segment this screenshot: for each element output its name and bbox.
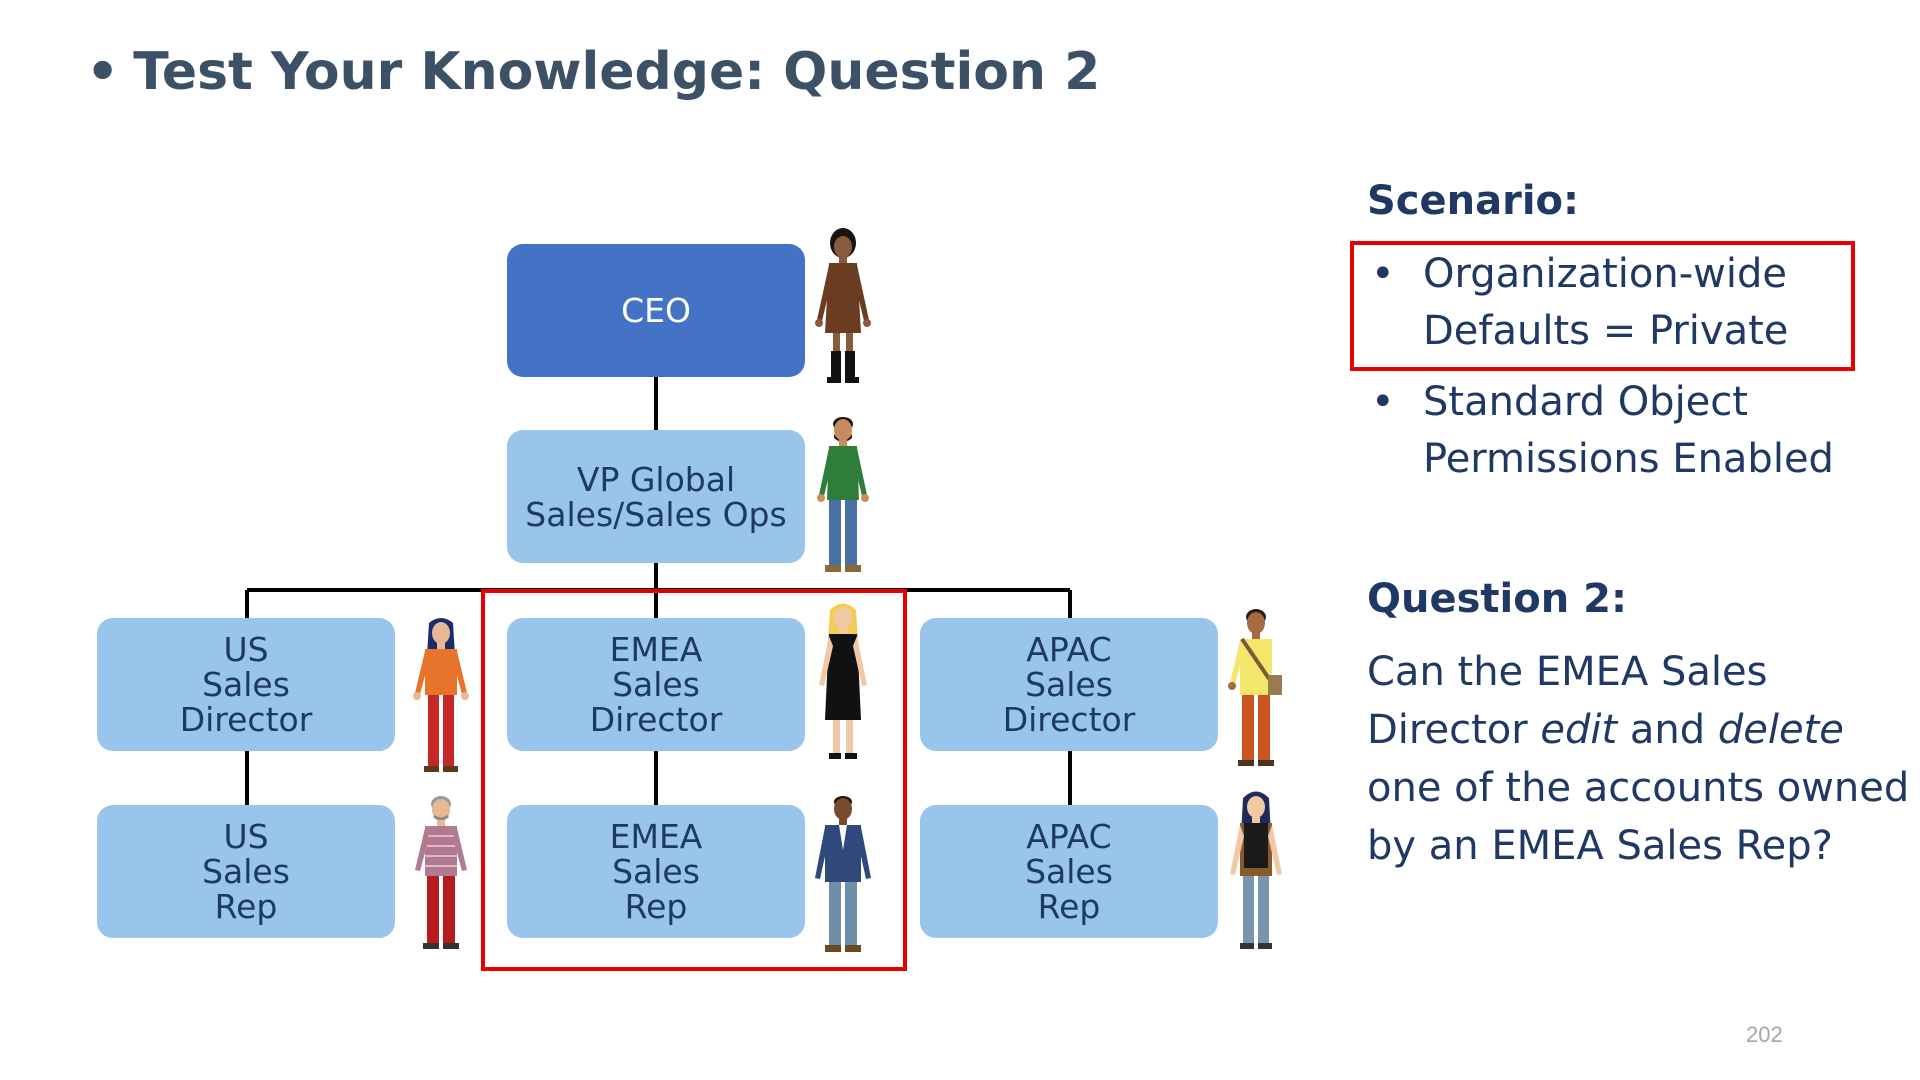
- slide-title: •Test Your Knowledge: Question 2: [86, 42, 1100, 102]
- question-delete-word: delete: [1717, 707, 1844, 753]
- scenario-bullet-list: • Organization-wide Defaults = Private •…: [1367, 246, 1893, 488]
- apac-sales-rep-box: APAC Sales Rep: [920, 805, 1218, 938]
- scenario-bullet-permissions: • Standard Object Permissions Enabled: [1367, 374, 1893, 488]
- ceo-person-illustration: [815, 228, 871, 383]
- title-bullet: •: [86, 42, 120, 102]
- emea-sales-rep-box: EMEA Sales Rep: [507, 805, 805, 938]
- apac-sales-director-box: APAC Sales Director: [920, 618, 1218, 751]
- question-heading: Question 2:: [1367, 576, 1627, 622]
- question-text: Can the EMEA Sales Director edit and del…: [1367, 643, 1917, 875]
- emea-director-person-illustration: [819, 603, 867, 759]
- scenario-bullet-text: Organization-wide Defaults = Private: [1423, 251, 1789, 354]
- ceo-box: CEO: [507, 244, 805, 377]
- title-text: Test Your Knowledge: Question 2: [133, 42, 1101, 102]
- emea-highlight-frame: [481, 589, 907, 971]
- scenario-bullet-text: Standard Object Permissions Enabled: [1423, 379, 1834, 482]
- emea-rep-person-illustration: [815, 796, 871, 952]
- apac-rep-person-illustration: [1230, 791, 1282, 949]
- bullet-glyph: •: [1371, 251, 1395, 297]
- scenario-bullet-owd: • Organization-wide Defaults = Private: [1367, 246, 1893, 360]
- us-sales-director-box: US Sales Director: [97, 618, 395, 751]
- scenario-heading: Scenario:: [1367, 178, 1580, 224]
- us-sales-rep-box: US Sales Rep: [97, 805, 395, 938]
- vp-global-sales-box: VP Global Sales/Sales Ops: [507, 430, 805, 563]
- us-director-person-illustration: [413, 618, 469, 772]
- bullet-glyph: •: [1371, 379, 1395, 425]
- owd-highlight-frame: [1350, 241, 1855, 371]
- page-number: 202: [1746, 1022, 1783, 1047]
- vp-person-illustration: [817, 417, 869, 572]
- question-text-part: one of the accounts owned by an EMEA Sal…: [1367, 765, 1910, 869]
- question-edit-word: edit: [1540, 707, 1618, 753]
- us-rep-person-illustration: [415, 796, 467, 949]
- question-text-part: Can the EMEA Sales Director: [1367, 649, 1768, 753]
- emea-sales-director-box: EMEA Sales Director: [507, 618, 805, 751]
- question-text-part: and: [1617, 707, 1718, 753]
- apac-director-person-illustration: [1228, 609, 1282, 766]
